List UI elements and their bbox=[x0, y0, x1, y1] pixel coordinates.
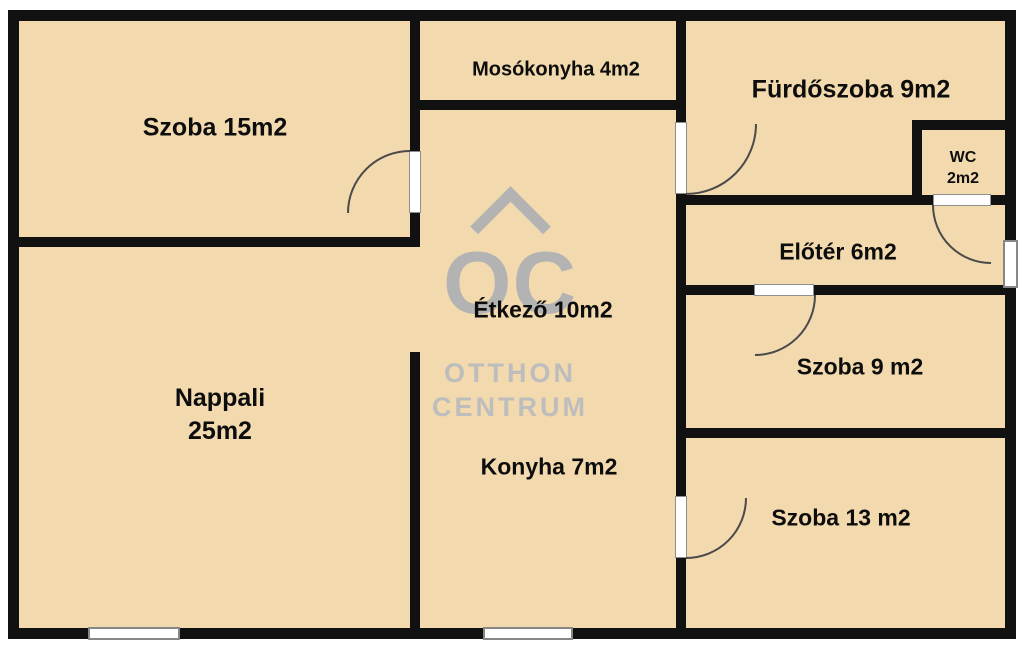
door-opening-szoba13 bbox=[675, 496, 687, 558]
room-label-mosokonyha: Mosókonyha 4m2 bbox=[472, 58, 640, 81]
wall-furdoszoba-bottom bbox=[676, 195, 1016, 205]
wall-eloter-bottom bbox=[676, 285, 1016, 295]
window-konyha bbox=[483, 627, 573, 640]
outer-wall-left bbox=[8, 10, 19, 639]
watermark-logo-text: OC bbox=[443, 233, 577, 332]
window-eloter bbox=[1003, 240, 1018, 288]
room-label-nappali-line1: Nappali bbox=[174, 384, 266, 412]
watermark: OC OTTHON CENTRUM bbox=[432, 186, 588, 425]
wall-szoba15-right bbox=[410, 10, 420, 247]
room-label-szoba9: Szoba 9 m2 bbox=[796, 353, 924, 380]
room-label-nappali-line2: 25m2 bbox=[188, 417, 252, 445]
room-label-nappali: Nappali 25m2 bbox=[175, 382, 265, 448]
room-label-szoba15: Szoba 15m2 bbox=[142, 113, 288, 142]
wall-konyha-left bbox=[410, 352, 420, 639]
wall-wc-top bbox=[912, 120, 1016, 130]
floor-area bbox=[8, 10, 1016, 639]
room-label-eloter: Előtér 6m2 bbox=[779, 238, 897, 265]
room-label-wc: WC 2m2 bbox=[947, 147, 979, 189]
room-label-konyha: Konyha 7m2 bbox=[480, 453, 618, 480]
wall-szoba15-bottom bbox=[8, 237, 420, 247]
room-label-furdoszoba: Fürdőszoba 9m2 bbox=[751, 75, 951, 104]
room-label-szoba13: Szoba 13 m2 bbox=[771, 504, 911, 531]
watermark-line1: OTTHON bbox=[444, 358, 576, 388]
room-label-wc-line2: 2m2 bbox=[946, 170, 980, 187]
door-opening-wc bbox=[933, 194, 991, 206]
room-label-etkezo: Étkező 10m2 bbox=[473, 296, 613, 323]
wall-szoba9-bottom bbox=[676, 428, 1016, 438]
outer-wall-right bbox=[1005, 10, 1016, 639]
outer-wall-top bbox=[8, 10, 1016, 21]
wall-mosokonyha-bottom bbox=[410, 100, 686, 110]
door-opening-szoba15 bbox=[409, 151, 421, 213]
door-opening-furdoszoba bbox=[675, 122, 687, 194]
watermark-line2: CENTRUM bbox=[432, 391, 588, 422]
wall-wc-left bbox=[912, 120, 922, 205]
window-nappali bbox=[88, 627, 180, 640]
door-opening-szoba9 bbox=[754, 284, 814, 296]
room-label-wc-line1: WC bbox=[949, 149, 977, 166]
wall-center-vertical bbox=[676, 10, 686, 639]
